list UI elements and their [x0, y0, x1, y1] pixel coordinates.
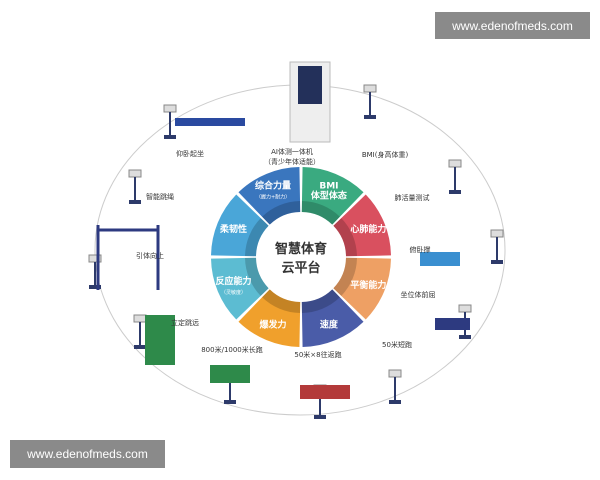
segment-label: 综合力量 [255, 180, 291, 192]
segment-inner-band [262, 289, 301, 313]
sport-mat [175, 118, 245, 126]
watermark-bottom: www.edenofmeds.com [10, 440, 165, 468]
station-label: 50米×8往返跑 [294, 351, 342, 359]
pullup-bar-icon [96, 225, 160, 290]
station-label: 800米/1000米长跑 [201, 346, 263, 354]
segment-5 [211, 257, 269, 320]
station-sublabel: （青少年体适能） [264, 158, 320, 166]
station-label: 肺活量测试 [394, 194, 430, 202]
center-title-line2: 云平台 [281, 260, 320, 276]
kiosk-screen [298, 66, 322, 104]
segment-inner-band [245, 257, 269, 296]
segment-inner-band [301, 289, 340, 313]
test-station-icon [88, 254, 102, 289]
station-label: BMI(身高体重) [361, 151, 409, 159]
station-label: 智能跳绳 [146, 193, 174, 201]
center-title-line1: 智慧体育 [275, 241, 327, 257]
station-label: 引体向上 [136, 252, 164, 260]
segment-label: 反应能力 [216, 275, 252, 287]
center-hub [257, 213, 345, 301]
sport-mat [210, 365, 250, 383]
segment-6 [211, 194, 269, 257]
segment-2 [333, 257, 391, 320]
segment-label: BMI [319, 182, 338, 192]
segment-inner-band [245, 218, 269, 257]
segment-sublabel: （灵敏度） [221, 289, 246, 296]
segment-1 [333, 194, 391, 257]
station-label: 坐位体前屈 [400, 291, 436, 299]
station-label: 50米短跑 [382, 341, 412, 349]
test-station-icon [363, 84, 377, 119]
segment-3 [301, 289, 364, 347]
test-station-icon [388, 369, 402, 404]
station-label: 俯卧撑 [409, 246, 431, 254]
segment-0 [301, 167, 364, 225]
station-label: 仰卧起坐 [176, 150, 204, 158]
segment-4 [238, 289, 301, 347]
segment-label: 柔韧性 [219, 223, 247, 235]
segment-label: 爆发力 [260, 318, 287, 330]
sport-mat [145, 315, 175, 365]
test-station-icon [133, 314, 147, 349]
segment-label: 平衡能力 [350, 279, 386, 291]
segment-inner-band [333, 257, 357, 296]
segment-sublabel: 体型体态 [311, 190, 347, 202]
station-label: 立定跳远 [171, 319, 199, 327]
segment-sublabel: （握力+耐力） [256, 194, 290, 201]
segment-label: 心肺能力 [350, 223, 386, 235]
sport-mat [435, 318, 470, 330]
station-label: AI体测一体机 [271, 148, 313, 156]
test-station-icon [163, 104, 177, 139]
segment-label: 速度 [320, 318, 339, 330]
segment-7 [238, 167, 301, 225]
test-station-icon [128, 169, 142, 204]
sport-mat [300, 385, 350, 399]
segment-inner-band [262, 201, 301, 225]
test-station-icon [490, 229, 504, 264]
segment-inner-band [333, 218, 357, 257]
test-station-icon [448, 159, 462, 194]
sport-mat [420, 252, 460, 266]
watermark-top: www.edenofmeds.com [435, 12, 590, 39]
segment-inner-band [301, 201, 340, 225]
